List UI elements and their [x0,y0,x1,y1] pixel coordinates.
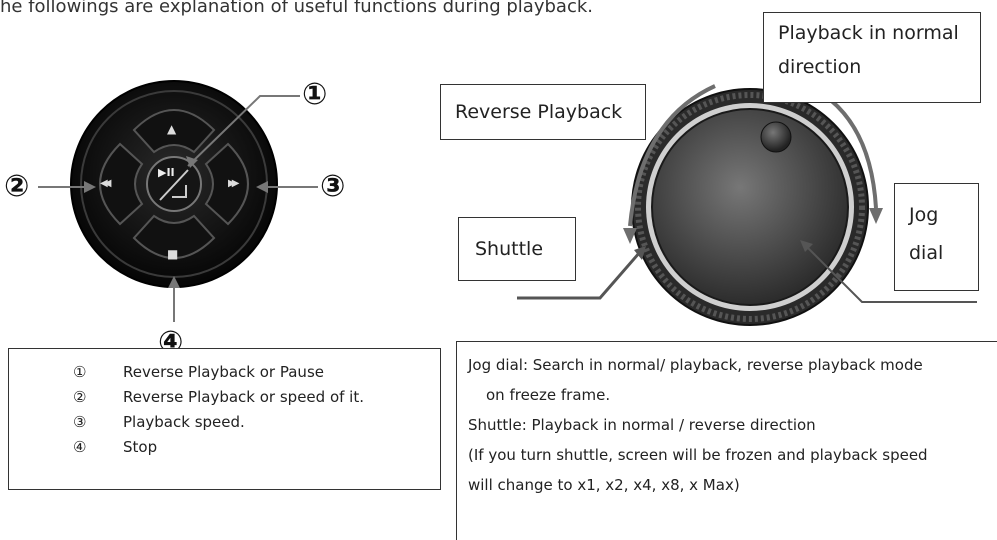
callout-1-line [187,95,300,167]
legend-marker: ④ [73,438,87,456]
info-line: (If you turn shuttle, screen will be fro… [468,446,928,464]
up-button-shape [132,109,216,154]
play-pause-icon: ▶II [158,166,175,179]
rewind-icon: ◀◀ [100,178,112,189]
legend-text: Reverse Playback or speed of it. [123,388,364,406]
callout-1: ① [302,77,328,112]
label-shuttle: Shuttle [458,217,576,281]
left-button-shape [99,142,144,226]
jog-dial-body [651,108,849,306]
legend-panel: ① Reverse Playback or Pause ② Reverse Pl… [8,348,441,490]
right-button-shape [204,142,249,226]
legend-text: Reverse Playback or Pause [123,363,324,381]
info-line: Jog dial: Search in normal/ playback, re… [468,356,923,374]
label-playback-normal-line1: Playback in normal [778,22,959,44]
legend-marker: ③ [73,413,87,431]
label-playback-normal: Playback in normal direction [763,12,981,103]
jog-dial-knob [760,121,792,153]
label-jog-dial: Jog dial [894,183,979,291]
label-reverse-playback: Reverse Playback [440,84,646,140]
callout-2: ② [4,169,30,204]
legend-marker: ② [73,388,87,406]
down-button-shape [132,214,216,259]
fast-forward-icon: ▶▶ [228,178,240,189]
reverse-arrow [628,84,716,227]
intro-text: he followings are explanation of useful … [0,0,593,17]
up-icon: ▲ [167,122,177,136]
label-jog-line2: dial [909,242,944,264]
info-line: will change to x1, x2, x4, x8, x Max) [468,476,740,494]
legend-marker: ① [73,363,87,381]
stop-icon: ■ [167,247,179,261]
info-line: Shuttle: Playback in normal / reverse di… [468,416,816,434]
legend-text: Stop [123,438,158,456]
info-panel: Jog dial: Search in normal/ playback, re… [456,341,997,540]
jog-leader [805,245,977,303]
callout-3: ③ [320,169,346,204]
info-line: on freeze frame. [486,386,611,404]
legend-list: ① Reverse Playback or Pause ② Reverse Pl… [73,363,433,483]
shuttle-leader [517,251,642,300]
label-playback-normal-line2: direction [778,56,862,78]
label-jog-line1: Jog [909,204,939,226]
legend-text: Playback speed. [123,413,245,431]
